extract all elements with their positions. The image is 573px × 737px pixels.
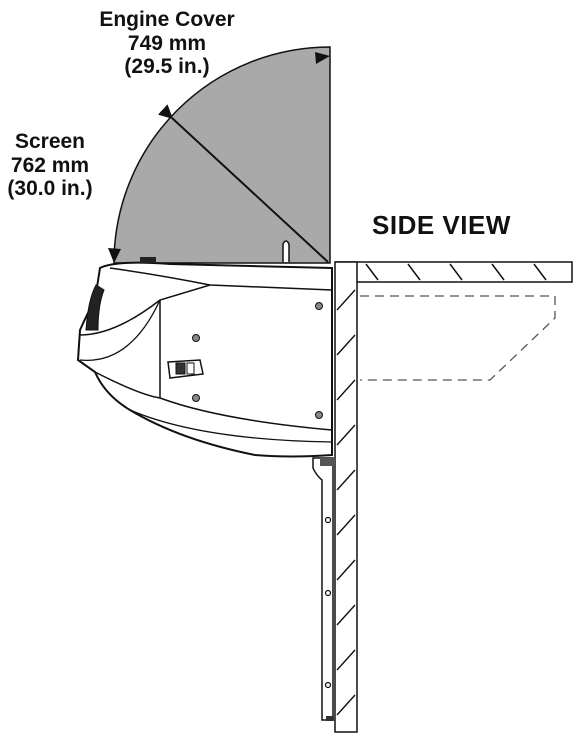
engine-cover-imperial: (29.5 in.) [124, 55, 210, 79]
screen-imperial: (30.0 in.) [7, 177, 93, 201]
engine-cover-radius-arrow [157, 104, 329, 263]
screen-metric: 762 mm [10, 153, 90, 177]
engine-arc-arrowhead [315, 52, 330, 64]
engine-cover-dimension-label: Engine Cover 749 mm (29.5 in.) [62, 8, 272, 79]
wall-surface [334, 261, 358, 733]
view-title: SIDE VIEW [372, 210, 511, 240]
engine-front-screen [85, 284, 105, 331]
screen-arc-arrowhead [108, 248, 121, 263]
swing-clearance-area [113, 46, 331, 264]
recess-dashed-outline [360, 295, 556, 381]
engine-latch-handle [167, 359, 204, 379]
screen-name: Screen [14, 130, 86, 153]
engine-cover-name: Engine Cover [99, 8, 235, 31]
mounting-rail [312, 457, 335, 721]
screen-dimension-label: Screen 762 mm (30.0 in.) [0, 130, 100, 201]
engine-top-post [282, 240, 290, 262]
engine-body [76, 257, 333, 458]
engine-cover-metric: 749 mm [127, 31, 207, 55]
ceiling-surface [335, 261, 573, 283]
